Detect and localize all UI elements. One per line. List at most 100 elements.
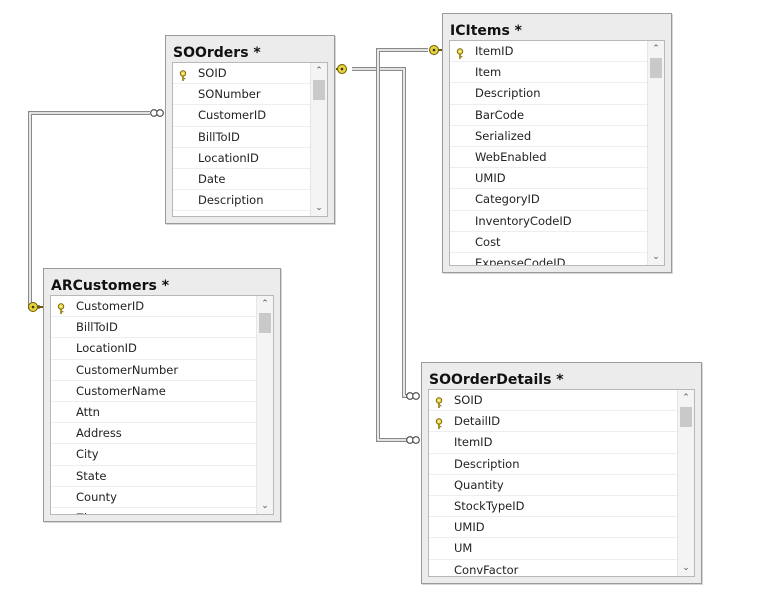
vertical-scrollbar[interactable]: ⌃⌄ bbox=[677, 390, 694, 576]
column-row-categoryid[interactable]: CategoryID bbox=[450, 189, 648, 211]
column-row-attn[interactable]: Attn bbox=[51, 402, 257, 424]
scroll-thumb[interactable] bbox=[259, 313, 271, 333]
column-row-address[interactable]: Address bbox=[51, 423, 257, 445]
column-row-county[interactable]: County bbox=[51, 487, 257, 508]
scroll-up-arrow-icon[interactable]: ⌃ bbox=[682, 393, 690, 403]
column-row-barcode[interactable]: BarCode bbox=[450, 105, 648, 126]
column-name: ExpenseCodeID bbox=[475, 255, 566, 265]
column-row-quantity[interactable]: Quantity bbox=[429, 475, 678, 496]
scroll-thumb[interactable] bbox=[650, 58, 662, 78]
key-icon bbox=[434, 416, 444, 429]
infinity-connector-icon bbox=[150, 109, 164, 117]
table-title[interactable]: ICItems * bbox=[450, 23, 522, 39]
column-row-umid[interactable]: UMID bbox=[450, 168, 648, 190]
vertical-scrollbar[interactable]: ⌃⌄ bbox=[256, 296, 273, 514]
column-name: SONumber bbox=[198, 87, 261, 102]
connector-soorders-soorderdetails[interactable] bbox=[352, 67, 410, 398]
column-name: BillToID bbox=[198, 129, 240, 144]
column-name: ConvFactor bbox=[454, 562, 519, 577]
column-name: BarCode bbox=[475, 107, 525, 122]
column-row-webenabled[interactable]: WebEnabled bbox=[450, 147, 648, 169]
scroll-thumb[interactable] bbox=[680, 407, 692, 427]
table-title[interactable]: SOOrderDetails * bbox=[429, 372, 564, 388]
column-row-convfactor[interactable]: ConvFactor bbox=[429, 560, 678, 577]
scroll-down-arrow-icon[interactable]: ⌄ bbox=[261, 501, 269, 511]
key-icon bbox=[56, 301, 66, 314]
column-row-customerid[interactable]: CustomerID bbox=[51, 296, 257, 318]
column-row-billtoid[interactable]: BillToID bbox=[173, 127, 311, 148]
scroll-down-arrow-icon[interactable]: ⌄ bbox=[315, 203, 323, 213]
scroll-up-arrow-icon[interactable]: ⌃ bbox=[652, 44, 660, 54]
column-row-state[interactable]: State bbox=[51, 466, 257, 487]
column-name: LocationID bbox=[76, 341, 137, 356]
column-name: ItemID bbox=[475, 44, 514, 58]
scroll-thumb[interactable] bbox=[313, 80, 325, 100]
column-row-detailid[interactable]: DetailID bbox=[429, 411, 678, 433]
table-title[interactable]: SOOrders * bbox=[173, 45, 261, 61]
column-row-city[interactable]: City bbox=[51, 444, 257, 466]
column-row-sonumber[interactable]: SONumber bbox=[173, 84, 311, 106]
column-name: Description bbox=[475, 86, 541, 101]
column-row-description[interactable]: Description bbox=[173, 190, 311, 212]
column-row-itemid[interactable]: ItemID bbox=[450, 41, 648, 63]
scroll-up-arrow-icon[interactable]: ⌃ bbox=[261, 299, 269, 309]
column-row-date[interactable]: Date bbox=[173, 169, 311, 191]
column-row-locationid[interactable]: LocationID bbox=[51, 338, 257, 360]
column-name: Description bbox=[198, 193, 264, 208]
connector-icitems-soorderdetails[interactable] bbox=[376, 48, 428, 442]
column-row-locationid[interactable]: LocationID bbox=[173, 148, 311, 169]
column-row-item[interactable]: Item bbox=[450, 62, 648, 84]
column-row-cost[interactable]: Cost bbox=[450, 232, 648, 253]
column-name: DetailID bbox=[454, 414, 501, 429]
column-row-umid[interactable]: UMID bbox=[429, 517, 678, 539]
column-row-stocktypeid[interactable]: StockTypeID bbox=[429, 496, 678, 518]
vertical-scrollbar[interactable]: ⌃⌄ bbox=[310, 63, 327, 216]
column-row-serialized[interactable]: Serialized bbox=[450, 126, 648, 147]
column-list: CustomerID BillToID LocationID CustomerNumb… bbox=[50, 295, 274, 515]
column-name: State bbox=[76, 468, 107, 483]
column-row-expensecodeid[interactable]: ExpenseCodeID bbox=[450, 253, 648, 265]
column-name: WebEnabled bbox=[475, 149, 547, 164]
column-row-description[interactable]: Description bbox=[429, 454, 678, 475]
column-row-soid[interactable]: SOID bbox=[429, 390, 678, 412]
column-row-zip[interactable]: Zip bbox=[51, 508, 257, 514]
table-title[interactable]: ARCustomers * bbox=[51, 278, 170, 294]
column-row-customernumber[interactable]: CustomerNumber bbox=[51, 360, 257, 381]
column-row-billtoid[interactable]: BillToID bbox=[51, 317, 257, 339]
column-name: UM bbox=[454, 541, 473, 556]
column-name: Quantity bbox=[454, 477, 504, 492]
scroll-up-arrow-icon[interactable]: ⌃ bbox=[315, 66, 323, 76]
column-name: Attn bbox=[76, 404, 100, 419]
column-name: SOID bbox=[454, 393, 483, 407]
column-row-customername[interactable]: CustomerName bbox=[51, 381, 257, 402]
column-name: ItemID bbox=[454, 435, 493, 450]
scroll-down-arrow-icon[interactable]: ⌄ bbox=[682, 563, 690, 573]
column-name: CategoryID bbox=[475, 192, 540, 207]
table-soorderdetails[interactable]: SOOrderDetails * SOID DetailID ItemID Descri… bbox=[421, 362, 702, 584]
column-row-itemid[interactable]: ItemID bbox=[429, 432, 678, 454]
vertical-scrollbar[interactable]: ⌃⌄ bbox=[647, 41, 664, 265]
column-name: County bbox=[76, 489, 117, 504]
column-name: CustomerName bbox=[76, 383, 166, 398]
column-row-inventorycodeid[interactable]: InventoryCodeID bbox=[450, 211, 648, 232]
column-name: Description bbox=[454, 456, 520, 471]
scroll-down-arrow-icon[interactable]: ⌄ bbox=[652, 252, 660, 262]
column-row-soid[interactable]: SOID bbox=[173, 63, 311, 85]
column-name: Item bbox=[475, 65, 502, 80]
infinity-connector-icon bbox=[406, 436, 420, 444]
column-row-um[interactable]: UM bbox=[429, 538, 678, 560]
column-name: UMID bbox=[454, 520, 485, 535]
table-arcustomers[interactable]: ARCustomers * CustomerID BillToID LocationI… bbox=[43, 268, 281, 522]
column-name: CustomerID bbox=[198, 108, 267, 123]
column-row-description[interactable]: Description bbox=[450, 83, 648, 105]
key-icon bbox=[178, 68, 188, 81]
column-name: Serialized bbox=[475, 128, 532, 143]
column-name: InventoryCodeID bbox=[475, 213, 572, 228]
column-row-customerid[interactable]: CustomerID bbox=[173, 105, 311, 127]
column-name: CustomerID bbox=[76, 299, 145, 313]
